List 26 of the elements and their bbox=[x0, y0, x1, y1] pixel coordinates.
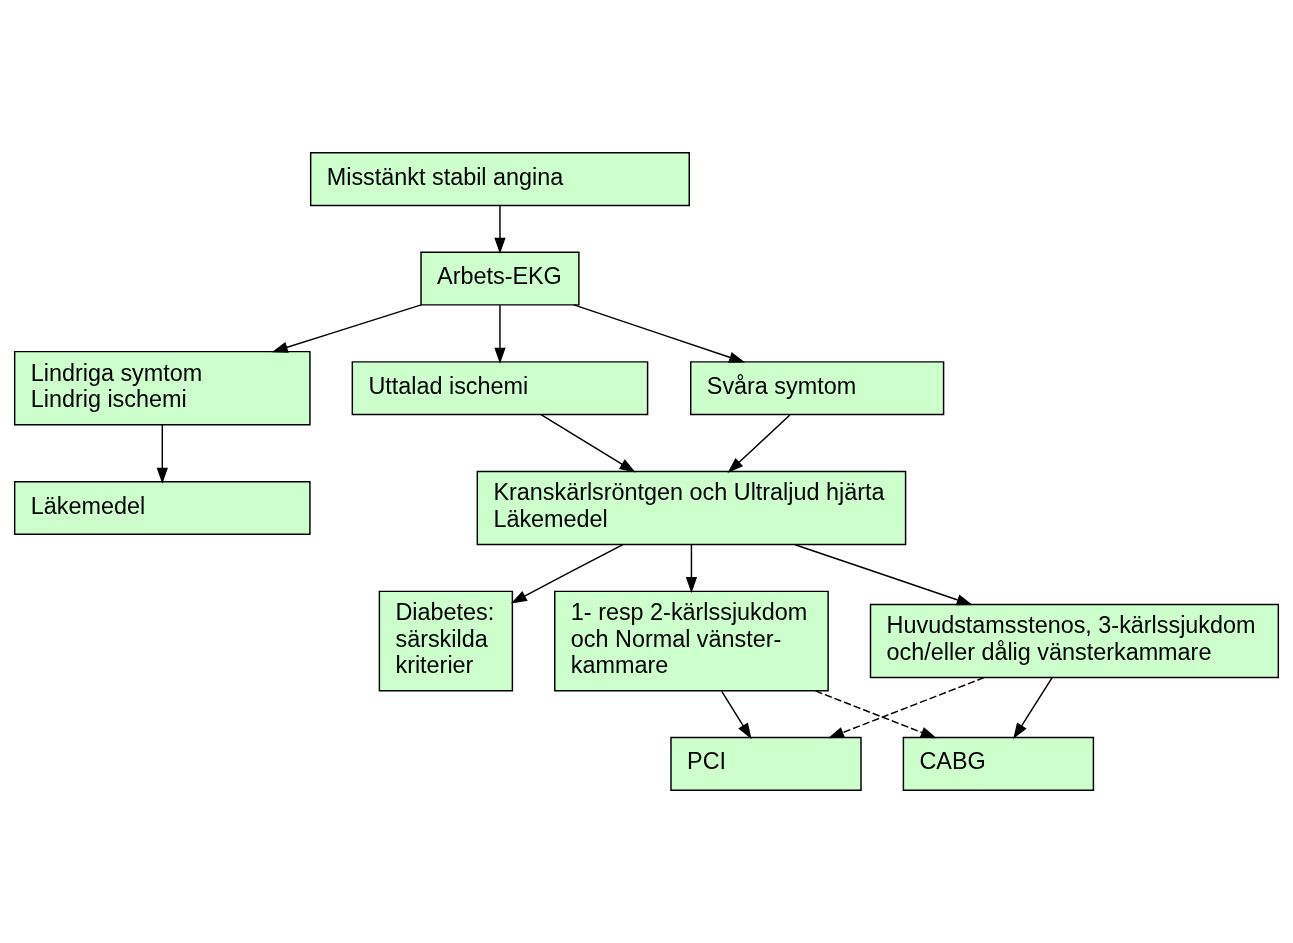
arrow bbox=[494, 304, 506, 364]
arrow bbox=[1013, 677, 1053, 740]
node-box: Kranskärlsröntgen och Ultraljud hjärta Läkemedel bbox=[476, 470, 907, 546]
arrow bbox=[685, 544, 698, 594]
node-box: Diabetes: särskilda kriterier bbox=[378, 590, 514, 692]
arrow bbox=[827, 676, 985, 739]
node-box: Arbets-EKG bbox=[420, 251, 580, 306]
node-box: PCI bbox=[670, 736, 862, 791]
arrow bbox=[794, 543, 973, 606]
arrow bbox=[727, 414, 791, 473]
arrow bbox=[510, 543, 624, 604]
arrow bbox=[271, 304, 422, 353]
node-box: Huvudstamsstenos, 3-kärlssjukdom och/eller dålig vänsterkammare bbox=[869, 603, 1280, 679]
node-box: CABG bbox=[902, 736, 1095, 791]
node-box: Läkemedel bbox=[13, 481, 311, 536]
node-box: Misstänkt stabil angina bbox=[309, 152, 690, 207]
node-box: 1- resp 2-kärlssjukdom och Normal vänster- kammare bbox=[554, 590, 829, 692]
arrow bbox=[156, 424, 168, 484]
arrow bbox=[721, 690, 752, 740]
node-box: Svåra symtom bbox=[690, 361, 945, 416]
node-box: Uttalad ischemi bbox=[351, 361, 649, 416]
node-box: Lindriga symtom Lindrig ischemi bbox=[13, 350, 311, 426]
arrow bbox=[573, 304, 746, 363]
arrow bbox=[494, 205, 506, 254]
arrow bbox=[814, 690, 937, 739]
arrow bbox=[540, 414, 636, 473]
